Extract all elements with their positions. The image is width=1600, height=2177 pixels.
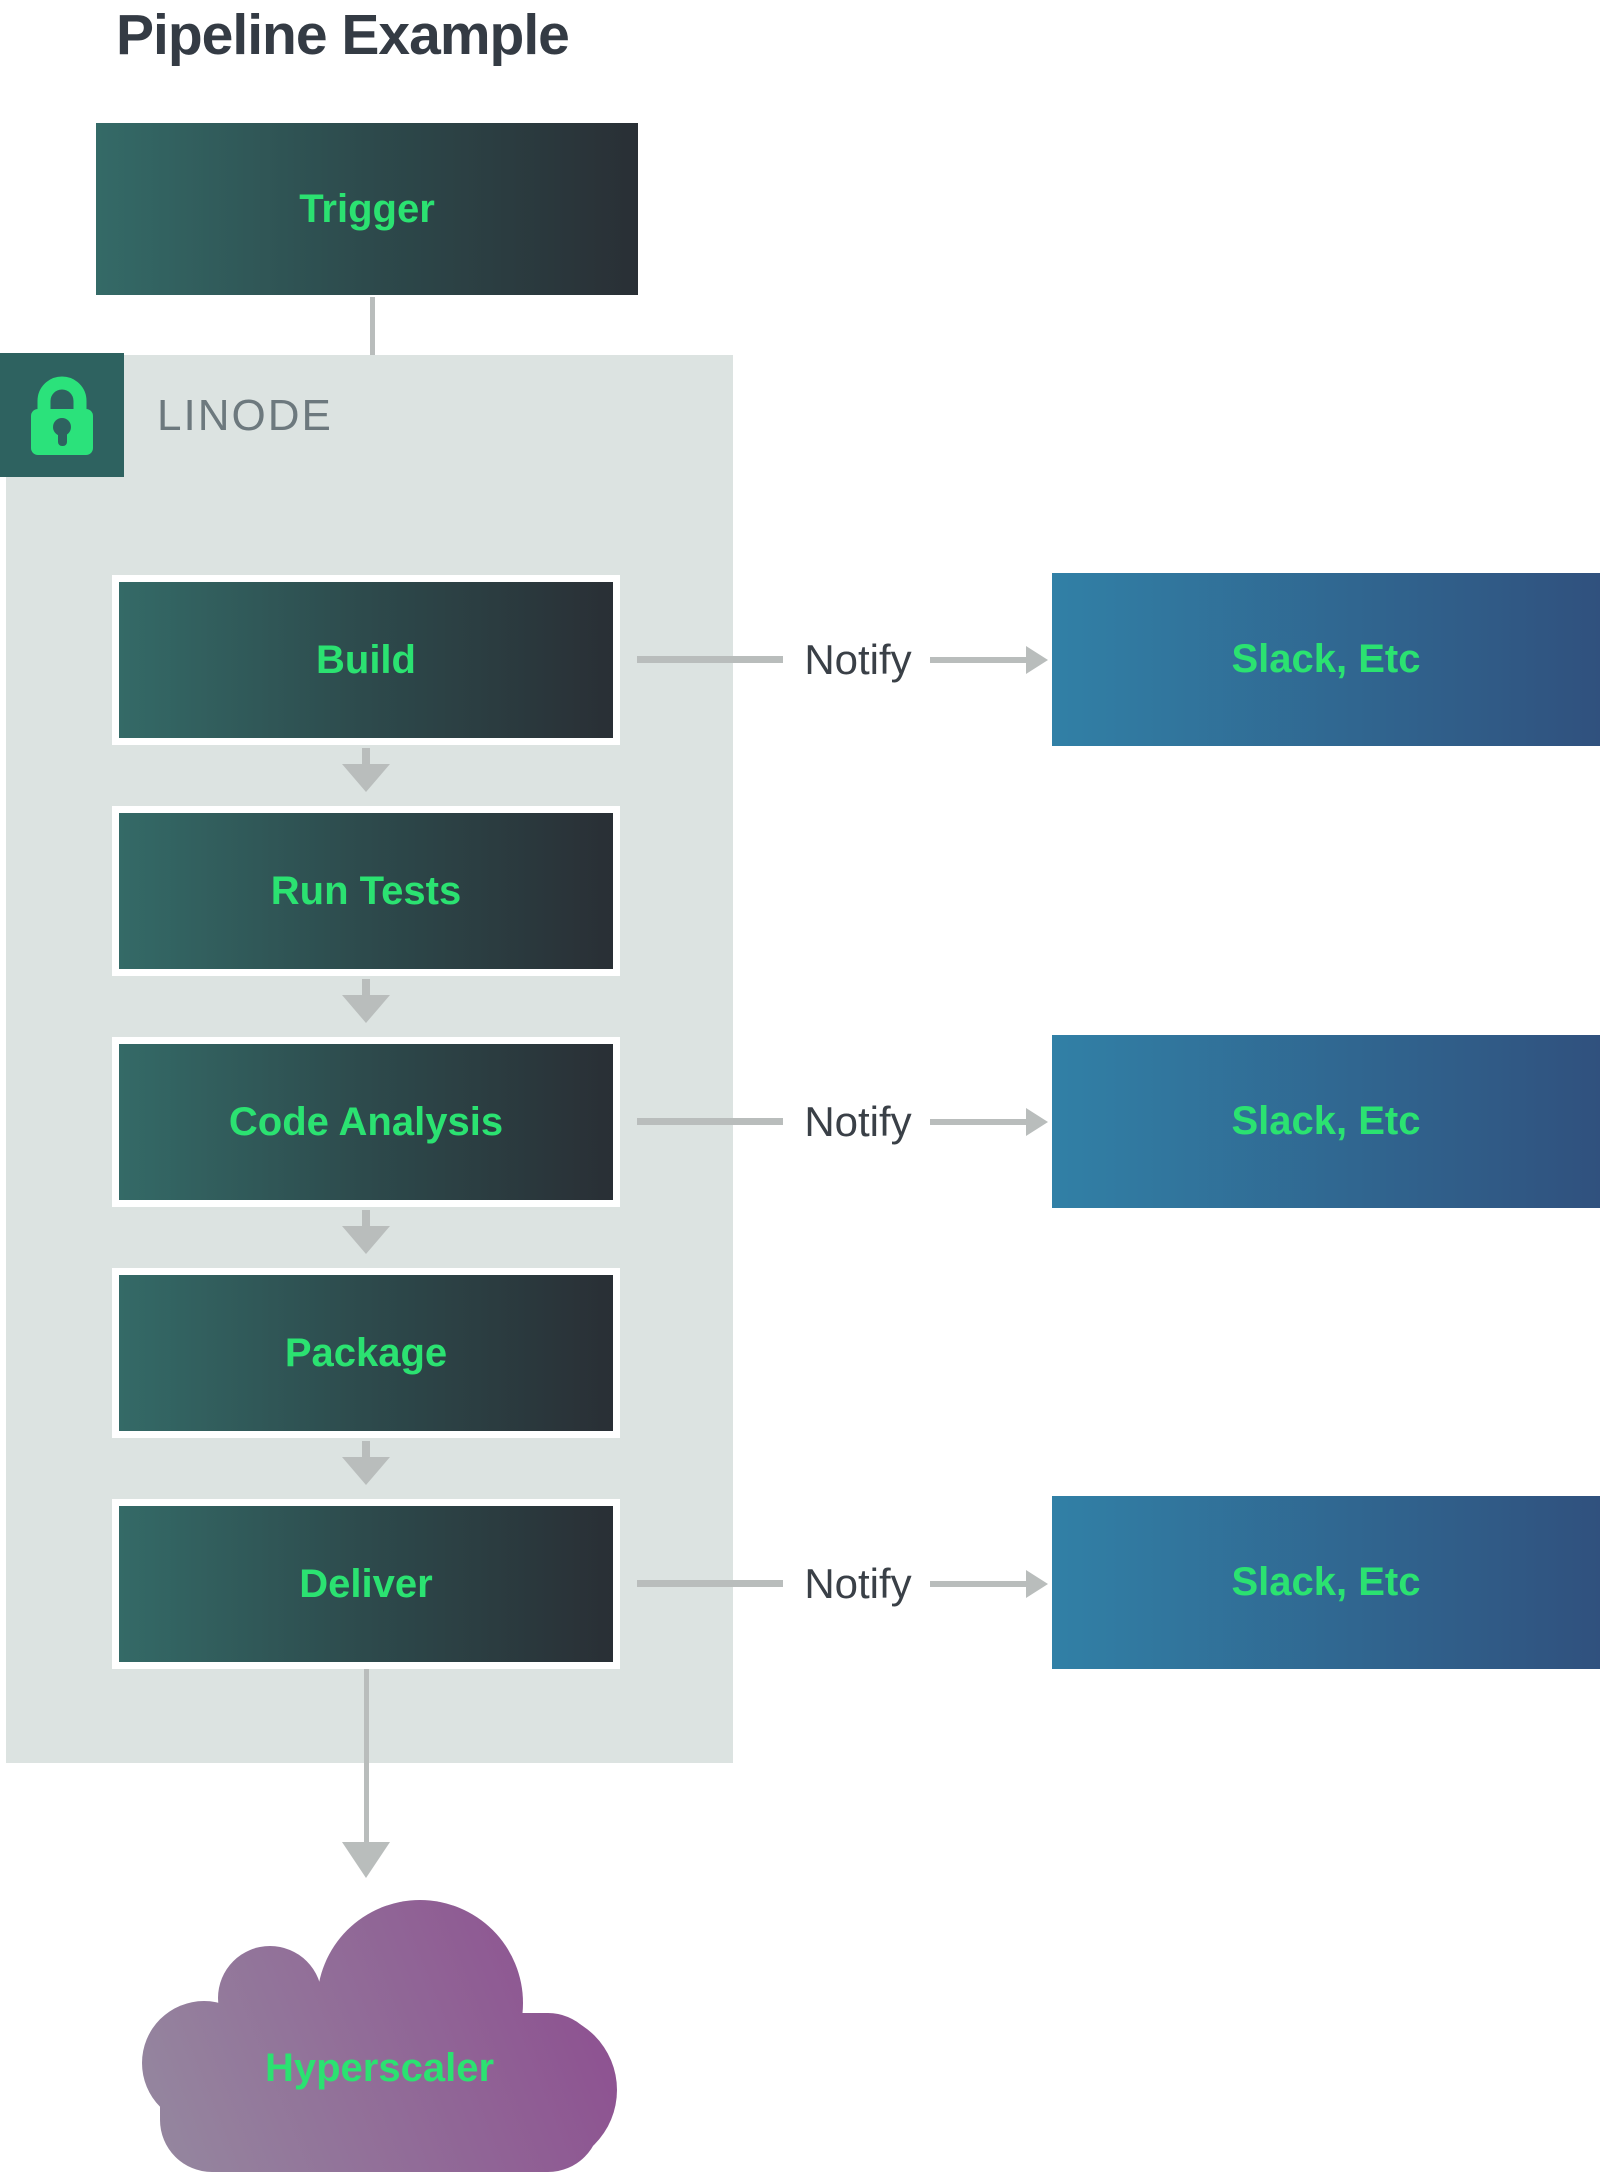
stage-label: Run Tests bbox=[270, 868, 462, 913]
arrow-shaft bbox=[363, 1669, 369, 1842]
notify-label: Notify bbox=[804, 636, 912, 683]
notify-line bbox=[637, 656, 783, 663]
notify-target-node: Slack, Etc bbox=[1052, 1035, 1600, 1208]
notify-target-label: Slack, Etc bbox=[1231, 637, 1421, 681]
arrow-run-tests-to-code-analysis bbox=[342, 979, 390, 1023]
stage-node-package: Package bbox=[112, 1268, 620, 1438]
arrow-right-icon bbox=[1026, 1570, 1048, 1598]
notify-line bbox=[637, 1580, 783, 1587]
notify-label: Notify bbox=[804, 1560, 912, 1607]
lock-badge bbox=[0, 353, 124, 477]
hyperscaler-node: Hyperscaler bbox=[142, 1898, 617, 2172]
arrow-build-to-run-tests bbox=[342, 748, 390, 792]
trigger-node: Trigger bbox=[96, 123, 638, 295]
notify-target-node: Slack, Etc bbox=[1052, 1496, 1600, 1669]
arrow-head-icon bbox=[342, 1226, 390, 1254]
notify-arrow-shaft bbox=[930, 657, 1026, 663]
stage-node-deliver: Deliver bbox=[112, 1499, 620, 1669]
arrow-right-icon bbox=[1026, 646, 1048, 674]
notify-label: Notify bbox=[804, 1098, 912, 1145]
notify-target-label: Slack, Etc bbox=[1231, 1560, 1421, 1604]
arrow-shaft bbox=[362, 1441, 370, 1457]
hyperscaler-label: Hyperscaler bbox=[264, 2045, 495, 2090]
arrow-head-icon bbox=[342, 1457, 390, 1485]
platform-name: LINODE bbox=[157, 391, 333, 440]
notify-arrow-shaft bbox=[930, 1119, 1026, 1125]
stage-node-code-analysis: Code Analysis bbox=[112, 1037, 620, 1207]
arrow-right-icon bbox=[1026, 1108, 1048, 1136]
arrow-shaft bbox=[362, 979, 370, 995]
page-title: Pipeline Example bbox=[116, 3, 570, 67]
arrow-shaft bbox=[362, 1210, 370, 1226]
trigger-label: Trigger bbox=[299, 186, 435, 231]
cloud-icon bbox=[142, 1900, 617, 2172]
arrow-deliver-to-hyperscaler bbox=[342, 1669, 390, 1878]
arrow-head-icon bbox=[342, 995, 390, 1023]
hyperscaler-label-wrap: Hyperscaler bbox=[142, 2038, 617, 2098]
arrow-package-to-deliver bbox=[342, 1441, 390, 1485]
notify-target-node: Slack, Etc bbox=[1052, 573, 1600, 746]
stage-node-build: Build bbox=[112, 575, 620, 745]
lock-icon bbox=[31, 376, 93, 455]
notify-line bbox=[637, 1118, 783, 1125]
stage-label: Package bbox=[284, 1330, 448, 1375]
notify-target-label: Slack, Etc bbox=[1231, 1099, 1421, 1143]
arrow-code-analysis-to-package bbox=[342, 1210, 390, 1254]
stage-label: Build bbox=[316, 637, 416, 682]
arrow-head-icon bbox=[342, 1842, 390, 1878]
notify-arrow-shaft bbox=[930, 1581, 1026, 1587]
arrow-shaft bbox=[362, 748, 370, 764]
stage-label: Deliver bbox=[299, 1561, 433, 1606]
arrow-head-icon bbox=[342, 764, 390, 792]
stage-node-run-tests: Run Tests bbox=[112, 806, 620, 976]
stage-label: Code Analysis bbox=[228, 1099, 504, 1144]
